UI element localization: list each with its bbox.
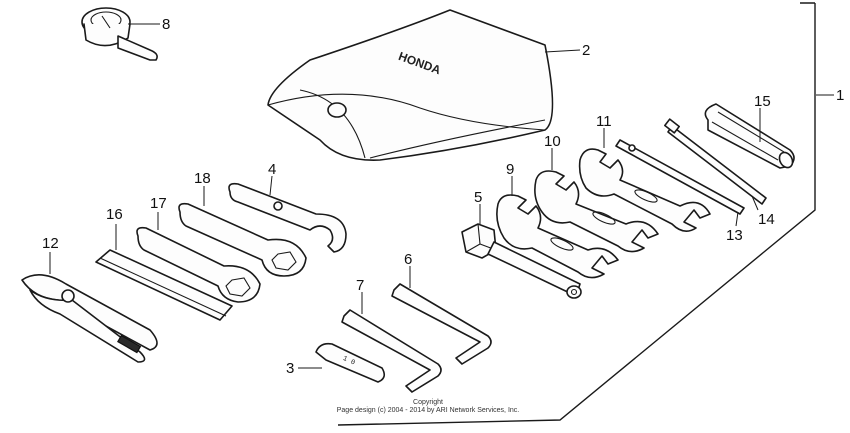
part-15-screwdriver-handle bbox=[704, 103, 795, 169]
part-2-tool-bag: HONDA bbox=[267, 9, 554, 161]
part-3-feeler-gauge: 1 0 bbox=[315, 342, 386, 383]
part-13-screwdriver-shaft bbox=[615, 139, 745, 215]
part-6-hex-key-long bbox=[391, 283, 492, 365]
part-11-wrench bbox=[578, 148, 711, 232]
callout-15: 15 bbox=[754, 93, 771, 110]
callout-8: 8 bbox=[162, 16, 170, 33]
callout-7: 7 bbox=[356, 277, 364, 294]
leader-14 bbox=[751, 195, 759, 211]
callout-3: 3 bbox=[286, 360, 294, 377]
callout-2: 2 bbox=[582, 42, 590, 59]
callout-14: 14 bbox=[758, 211, 775, 228]
part-4-pin-spanner bbox=[228, 182, 347, 253]
callout-13: 13 bbox=[726, 227, 743, 244]
callout-12: 12 bbox=[42, 235, 59, 252]
part-18-box-wrench bbox=[178, 202, 307, 277]
copyright-line-1: Copyright bbox=[413, 399, 443, 406]
callout-16: 16 bbox=[106, 206, 123, 223]
part-16-flat-bar bbox=[95, 249, 233, 321]
callout-17: 17 bbox=[150, 195, 167, 212]
part-12-pliers bbox=[21, 274, 158, 363]
callout-10: 10 bbox=[544, 133, 561, 150]
leader-2 bbox=[544, 49, 581, 53]
callout-4: 4 bbox=[268, 161, 276, 178]
part-7-hex-key-short bbox=[341, 309, 442, 393]
part-5-plug-socket bbox=[461, 223, 582, 299]
callout-1: 1 bbox=[836, 87, 844, 104]
callout-18: 18 bbox=[194, 170, 211, 187]
part-17-box-wrench bbox=[136, 226, 261, 303]
leader-4 bbox=[269, 175, 273, 196]
part-14-screwdriver-bit bbox=[664, 118, 767, 205]
part-8-gauge bbox=[81, 7, 158, 61]
part-9-wrench bbox=[496, 194, 619, 279]
copyright-line-2: Page design (c) 2004 - 2014 by ARI Netwo… bbox=[337, 407, 520, 414]
leader-13 bbox=[735, 211, 739, 227]
callout-5: 5 bbox=[474, 189, 482, 206]
callout-6: 6 bbox=[404, 251, 412, 268]
kit-border bbox=[337, 2, 816, 426]
part-10-wrench bbox=[534, 170, 659, 253]
callout-11: 11 bbox=[596, 113, 612, 130]
callout-9: 9 bbox=[506, 161, 514, 178]
